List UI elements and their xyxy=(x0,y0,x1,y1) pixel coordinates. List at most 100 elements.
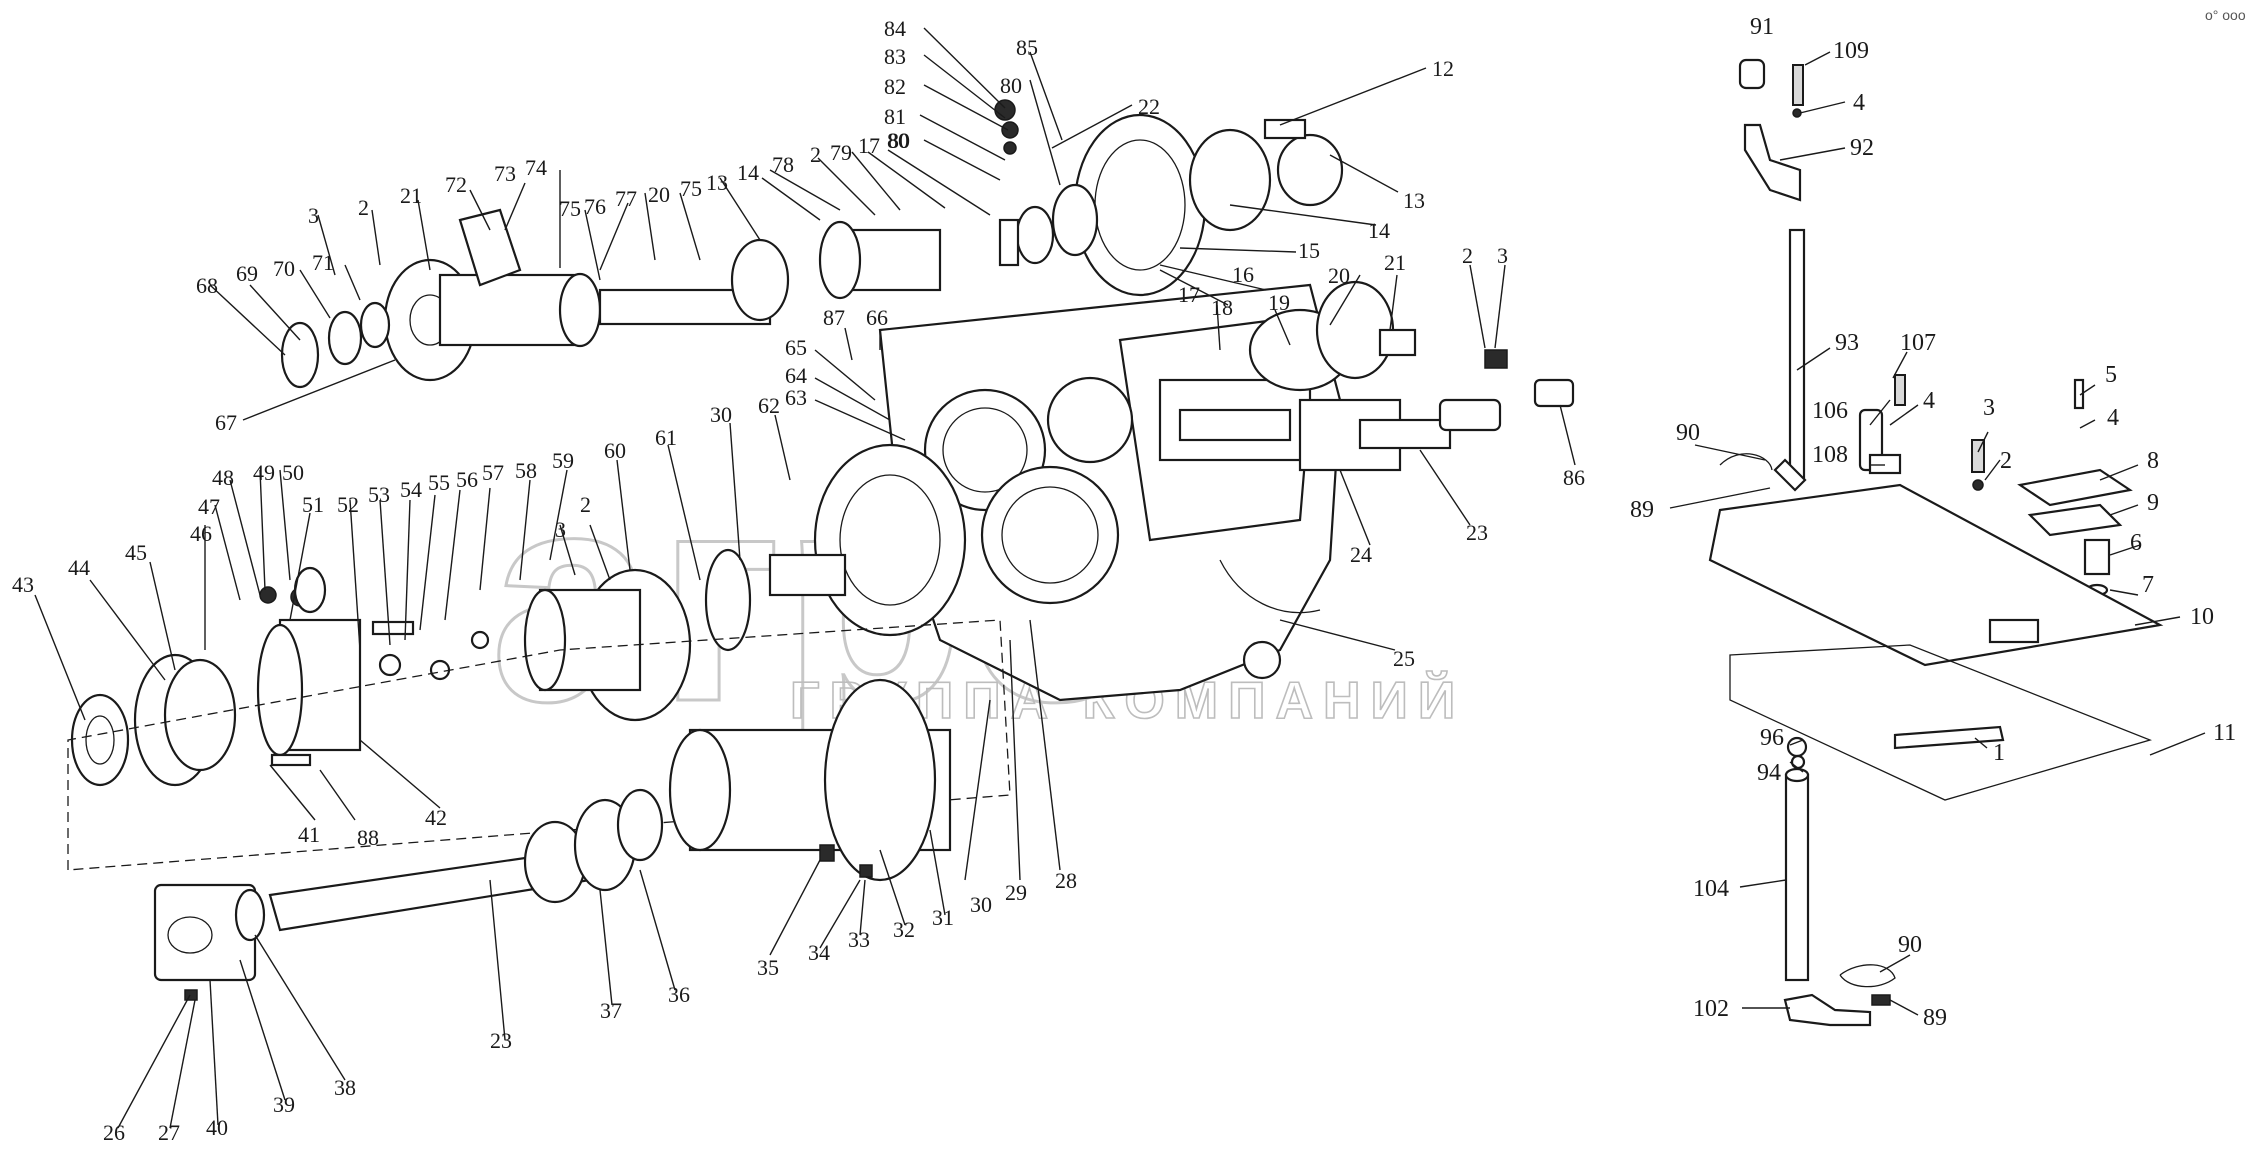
callout-109: 109 xyxy=(1833,38,1869,64)
callout-2c: 2 xyxy=(1462,243,1473,268)
callout-62: 62 xyxy=(758,393,780,418)
callout-85: 85 xyxy=(1016,35,1038,60)
leader-lines xyxy=(34,27,2206,1129)
shaft-104 xyxy=(1719,453,1896,1027)
cover-plate xyxy=(1708,483,2164,801)
callout-89a: 89 xyxy=(1630,497,1654,523)
callout-107: 107 xyxy=(1900,330,1936,356)
callout-96: 96 xyxy=(1760,725,1784,751)
callout-21a: 21 xyxy=(400,183,422,208)
callout-33: 33 xyxy=(848,927,870,952)
callout-60: 60 xyxy=(604,438,626,463)
callout-76: 76 xyxy=(584,194,606,219)
callout-39: 39 xyxy=(273,1092,295,1117)
gear-cluster-upper xyxy=(1248,280,1417,392)
callout-45: 45 xyxy=(125,540,147,565)
lower-shaft-assembly xyxy=(153,678,952,1001)
callout-21b: 21 xyxy=(1384,250,1406,275)
callout-22: 22 xyxy=(1138,94,1160,119)
callout-35: 35 xyxy=(757,955,779,980)
callout-78: 78 xyxy=(772,152,794,177)
parts-drawing xyxy=(67,58,2164,1027)
callout-58: 58 xyxy=(515,458,537,483)
callout-13b: 13 xyxy=(1403,188,1425,213)
differential-assembly xyxy=(994,99,1344,297)
callout-51: 51 xyxy=(302,492,324,517)
callout-25: 25 xyxy=(1393,646,1415,671)
callout-8: 8 xyxy=(2147,448,2159,474)
callout-73: 73 xyxy=(494,161,516,186)
callout-49: 49 xyxy=(253,460,275,485)
callout-71: 71 xyxy=(312,250,334,275)
callout-24: 24 xyxy=(1350,542,1372,567)
callout-43: 43 xyxy=(12,572,34,597)
callout-7: 7 xyxy=(2142,572,2154,598)
callout-40: 40 xyxy=(206,1115,228,1140)
callout-67: 67 xyxy=(215,410,237,435)
callout-18: 18 xyxy=(1211,295,1233,320)
callout-55: 55 xyxy=(428,470,450,495)
callout-14b: 14 xyxy=(1368,218,1390,243)
callout-31: 31 xyxy=(932,905,954,930)
callout-88: 88 xyxy=(357,825,379,850)
callout-80c: 80 xyxy=(888,128,910,153)
callout-4a: 4 xyxy=(1853,90,1865,116)
callout-90b: 90 xyxy=(1898,932,1922,958)
callout-41: 41 xyxy=(298,822,320,847)
callout-36: 36 xyxy=(668,982,690,1007)
callout-82: 82 xyxy=(884,74,906,99)
callout-37: 37 xyxy=(600,998,622,1023)
dashed-outline xyxy=(67,619,1011,871)
callout-32: 32 xyxy=(893,917,915,942)
callout-54: 54 xyxy=(400,477,422,502)
callout-3c: 3 xyxy=(555,517,566,542)
callout-108: 108 xyxy=(1812,442,1848,468)
callout-16: 16 xyxy=(1232,262,1254,287)
callout-2d: 2 xyxy=(580,492,591,517)
callout-56: 56 xyxy=(456,467,478,492)
callout-66: 66 xyxy=(866,305,888,330)
callout-34: 34 xyxy=(808,940,830,965)
callout-57: 57 xyxy=(482,460,504,485)
callout-5: 5 xyxy=(2105,362,2117,388)
callout-68: 68 xyxy=(196,273,218,298)
upper-shaft-assembly xyxy=(280,208,942,389)
linkage-parts xyxy=(1738,58,2133,597)
callout-15: 15 xyxy=(1298,238,1320,263)
callout-26: 26 xyxy=(103,1120,125,1145)
callout-29: 29 xyxy=(1005,880,1027,905)
callout-27: 27 xyxy=(158,1120,180,1145)
callout-13a: 13 xyxy=(706,170,728,195)
callout-17a: 17 xyxy=(858,133,880,158)
callout-44: 44 xyxy=(68,555,90,580)
shaft-86 xyxy=(1438,349,1575,432)
callout-28: 28 xyxy=(1055,868,1077,893)
callout-70: 70 xyxy=(273,256,295,281)
callout-89b: 89 xyxy=(1923,1005,1947,1031)
callout-50: 50 xyxy=(282,460,304,485)
callout-104: 104 xyxy=(1693,876,1729,902)
callout-3b: 3 xyxy=(1497,243,1508,268)
callout-2e: 2 xyxy=(2000,448,2012,474)
callout-4b: 4 xyxy=(1923,388,1935,414)
callout-106: 106 xyxy=(1812,398,1848,424)
callout-46: 46 xyxy=(190,521,212,546)
callout-1: 1 xyxy=(1993,740,2005,766)
callout-61: 61 xyxy=(655,425,677,450)
callout-6: 6 xyxy=(2130,530,2142,556)
callout-75a: 75 xyxy=(680,176,702,201)
callout-74: 74 xyxy=(525,155,547,180)
callout-64: 64 xyxy=(785,363,807,388)
callout-87: 87 xyxy=(823,305,845,330)
callout-2b: 2 xyxy=(358,195,369,220)
callout-2a: 2 xyxy=(810,142,821,167)
callout-9: 9 xyxy=(2147,490,2159,516)
callout-79: 79 xyxy=(830,140,852,165)
callout-10: 10 xyxy=(2190,604,2214,630)
callout-20a: 20 xyxy=(648,182,670,207)
callout-20b: 20 xyxy=(1328,263,1350,288)
callout-48: 48 xyxy=(212,465,234,490)
callout-47: 47 xyxy=(198,494,220,519)
